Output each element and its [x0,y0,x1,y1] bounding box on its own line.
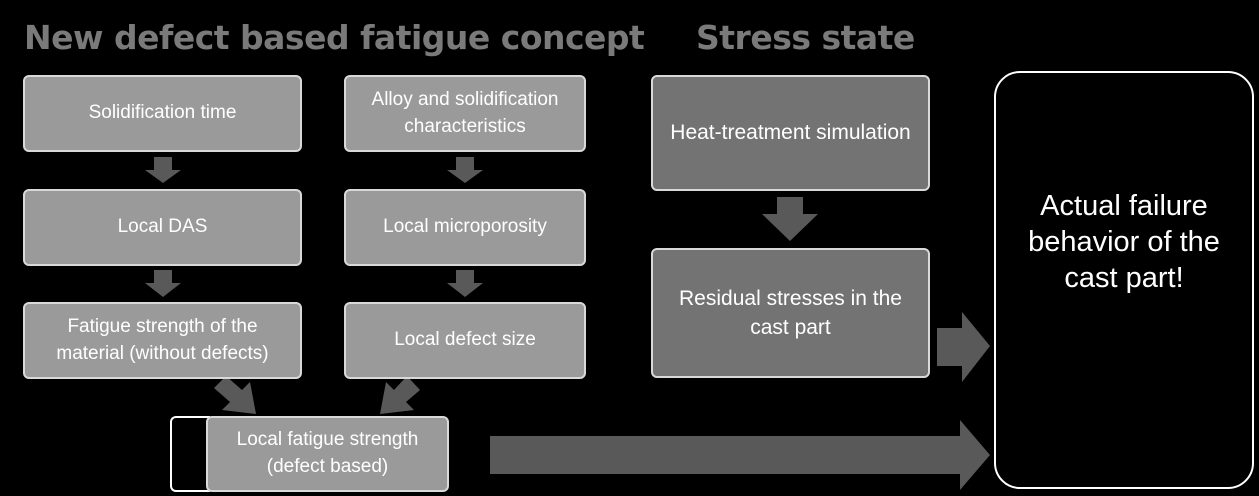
diagonal-arrow-icon [380,376,420,414]
down-arrow-icon [762,197,818,241]
right-arrow-icon [937,312,990,382]
down-arrow-icon [447,157,483,183]
alloy-characteristics-box: Alloy and solidification characteristics [344,75,586,152]
actual-failure-box: Actual failure behavior of the cast part… [994,71,1254,489]
heat-treatment-simulation-box: Heat-treatment simulation [651,75,930,191]
fatigue-strength-material-box: Fatigue strength of the material (withou… [23,302,302,379]
bracket-outline [170,416,210,492]
right-arrow-icon [490,420,990,490]
diagonal-arrow-icon [214,376,256,414]
local-microporosity-box: Local microporosity [344,189,586,266]
solidification-time-box: Solidification time [23,75,302,152]
local-defect-size-box: Local defect size [344,302,586,379]
concept-title: New defect based fatigue concept [24,18,645,57]
stress-state-title: Stress state [696,18,915,57]
residual-stresses-box: Residual stresses in the cast part [651,248,930,378]
local-das-box: Local DAS [23,189,302,266]
local-fatigue-strength-box: Local fatigue strength (defect based) [206,416,449,492]
down-arrow-icon [145,157,181,183]
down-arrow-icon [145,270,181,297]
down-arrow-icon [447,270,483,297]
